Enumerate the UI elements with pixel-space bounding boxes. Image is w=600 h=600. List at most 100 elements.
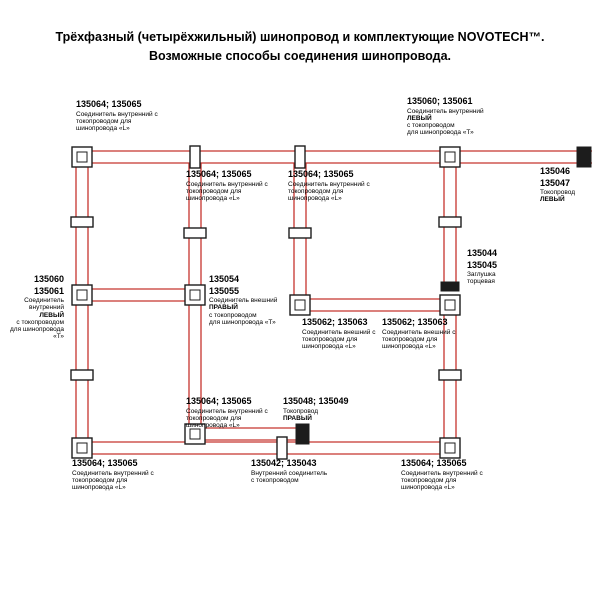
- part-number: 135064; 135065: [186, 396, 252, 406]
- label-inner-connector-bottom-left: 135064; 135065 Соединитель внутренний с …: [72, 458, 162, 491]
- label-t-connector-top-right: 135060; 135061 Соединитель внутренний ЛЕ…: [407, 96, 497, 137]
- label-power-feed-right: 135048; 135049 Токопровод ПРАВЫЙ: [283, 396, 353, 422]
- t-connector-top-2: [294, 145, 306, 169]
- diagram-title: Трёхфазный (четырёхжильный) шинопровод и…: [0, 28, 600, 66]
- part-desc-line: ЛЕВЫЙ: [407, 114, 432, 122]
- straight-joint-bottom: [276, 436, 288, 460]
- part-desc-line: Внутренний соединитель: [251, 469, 328, 477]
- part-desc-line: Соединитель внешний с: [302, 328, 376, 336]
- label-power-feed-left: 135046 135047 Токопровод ЛЕВЫЙ: [540, 166, 595, 204]
- part-desc-line: токопроводом для: [186, 187, 242, 195]
- part-number: 135047: [540, 177, 571, 188]
- t-connector-center: [184, 284, 206, 306]
- t-connector-top-right: [439, 146, 461, 168]
- corner-connector-bottom-middle-inner: [189, 428, 201, 440]
- corner-connector-bottom-right-inner: [444, 442, 456, 454]
- straight-joint: [438, 369, 462, 381]
- corner-connector-top-left: [71, 146, 93, 168]
- external-corner-connector-1: [289, 294, 311, 316]
- t-connector-top-1: [189, 145, 201, 169]
- part-desc-line: токопроводом для: [72, 476, 128, 484]
- part-desc-line: шинопровода «L»: [72, 484, 126, 492]
- part-desc-line: шинопровода «L»: [186, 195, 240, 203]
- part-number: 135062; 135063: [302, 317, 368, 327]
- label-end-cap: 135044 135045 Заглушка торцевая: [467, 248, 525, 286]
- power-feed-left: [576, 146, 592, 168]
- part-desc-line: токопроводом для: [401, 476, 457, 484]
- part-number: 135046: [540, 166, 571, 176]
- part-number: 135064; 135065: [288, 169, 354, 179]
- part-desc-line: токопроводом для: [288, 187, 344, 195]
- t-connector-left: [71, 284, 93, 306]
- external-corner-connector-2-inner: [444, 299, 456, 311]
- straight-joint: [183, 227, 207, 239]
- title-line-1: Трёхфазный (четырёхжильный) шинопровод и…: [55, 30, 545, 44]
- part-number: 135064; 135065: [401, 458, 467, 468]
- corner-connector-bottom-right: [439, 437, 461, 459]
- part-desc-line: Соединитель внешний с: [382, 328, 456, 336]
- t-connector-left-inner: [76, 289, 88, 301]
- label-t-connector-left: 135060 135061 Соединитель внутренний ЛЕВ…: [2, 274, 64, 341]
- part-desc-line: для шинопровода «Т»: [407, 129, 474, 137]
- label-inner-connector-top-left: 135064; 135065 Соединитель внутренний с …: [76, 99, 166, 132]
- part-desc-line: шинопровода «L»: [401, 484, 455, 492]
- part-desc-line: шинопровода «L»: [302, 343, 356, 351]
- corner-connector-bottom-left-inner: [76, 442, 88, 454]
- power-feed-right: [295, 423, 310, 445]
- part-number: 135055: [209, 285, 240, 296]
- part-number: 135064; 135065: [72, 458, 138, 468]
- part-desc-line: токопроводом для: [302, 335, 358, 343]
- part-desc-line: шинопровода «L»: [288, 195, 342, 203]
- part-number: 135060: [33, 274, 64, 284]
- part-desc-line: Токопровод: [283, 407, 319, 415]
- external-corner-connector-2: [439, 294, 461, 316]
- part-desc-line: Соединитель внутренний с: [186, 180, 268, 188]
- part-desc-line: Соединитель внешний: [209, 297, 278, 304]
- straight-joint: [70, 216, 94, 228]
- part-number: 135064; 135065: [76, 99, 142, 109]
- label-t-connector-center: 135054 135055 Соединитель внешний ПРАВЫЙ…: [209, 274, 283, 326]
- part-number: 135064; 135065: [186, 169, 252, 179]
- label-inner-connector-top-1: 135064; 135065 Соединитель внутренний с …: [186, 169, 276, 202]
- label-inner-straight-connector: 135042; 135043 Внутренний соединитель с …: [251, 458, 341, 484]
- part-number: 135045: [467, 259, 498, 270]
- part-desc-line: для шинопровода «Т»: [10, 326, 64, 341]
- t-connector-center-inner: [189, 289, 201, 301]
- label-inner-connector-top-2: 135064; 135065 Соединитель внутренний с …: [288, 169, 378, 202]
- part-desc-line: ПРАВЫЙ: [283, 414, 312, 422]
- straight-joint: [288, 227, 312, 239]
- part-desc-line: Соединитель внутренний с: [288, 180, 370, 188]
- part-desc-line: с токопроводом: [407, 122, 455, 130]
- part-number: 135054: [209, 274, 240, 284]
- part-number: 135044: [467, 248, 498, 258]
- part-desc-line: с токопроводом: [209, 311, 257, 319]
- part-desc-line: ЛЕВЫЙ: [540, 196, 565, 204]
- end-cap: [440, 281, 460, 292]
- part-number: 135061: [33, 285, 64, 296]
- corner-connector-bottom-left: [71, 437, 93, 459]
- part-desc-line: шинопровода «L»: [76, 125, 130, 133]
- part-desc-line: ЛЕВЫЙ: [39, 311, 64, 319]
- part-desc-line: токопроводом для: [186, 414, 242, 422]
- label-inner-connector-bottom-middle: 135064; 135065 Соединитель внутренний с …: [186, 396, 276, 429]
- part-number: 135048; 135049: [283, 396, 349, 406]
- corner-connector-top-left-inner: [76, 151, 88, 163]
- part-desc-line: Соединитель внутренний: [24, 297, 64, 312]
- part-desc-line: для шинопровода «Т»: [209, 318, 276, 326]
- label-external-connector-1: 135062; 135063 Соединитель внешний с ток…: [302, 317, 382, 350]
- part-number: 135060; 135061: [407, 96, 473, 106]
- part-desc-line: токопроводом для: [382, 335, 438, 343]
- part-number: 135042; 135043: [251, 458, 317, 468]
- label-inner-connector-bottom-right: 135064; 135065 Соединитель внутренний с …: [401, 458, 491, 491]
- part-desc-line: Соединитель внутренний с: [76, 110, 158, 118]
- part-desc-line: Соединитель внутренний с: [72, 469, 154, 477]
- straight-joint: [438, 216, 462, 228]
- part-desc-line: с токопроводом: [16, 318, 64, 326]
- title-line-2: Возможные способы соединения шинопровода…: [148, 49, 451, 63]
- part-desc-line: ПРАВЫЙ: [209, 304, 238, 312]
- part-desc-line: Соединитель внутренний с: [186, 407, 268, 415]
- part-desc-line: Соединитель внутренний: [407, 107, 484, 115]
- part-desc-line: с токопроводом: [251, 476, 299, 484]
- part-desc-line: Токопровод: [540, 189, 576, 196]
